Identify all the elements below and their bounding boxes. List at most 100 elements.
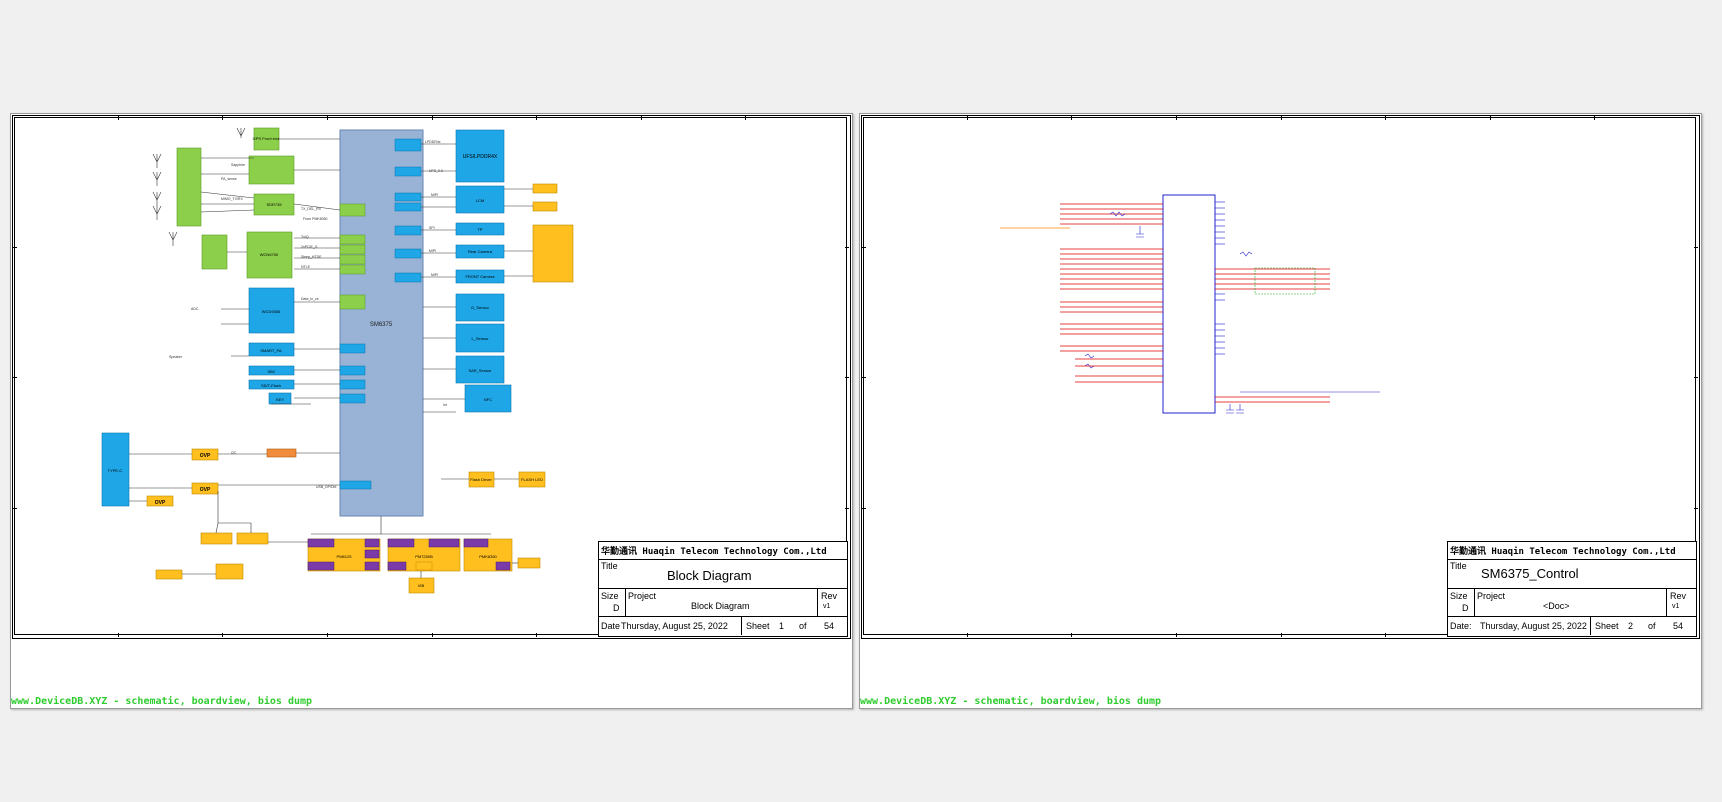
svg-text:USB_DP/DM: USB_DP/DM xyxy=(316,485,337,489)
control-schematic xyxy=(1000,194,1380,414)
main-cam-block xyxy=(532,224,574,283)
border-tick xyxy=(862,377,866,378)
sim-block xyxy=(248,365,295,376)
company-name: 华勤通讯 Huaqin Telecom Technology Com.,Ltd xyxy=(1450,547,1676,557)
nfc-block xyxy=(464,384,512,413)
border-tick xyxy=(1071,116,1072,120)
svg-text:WCD9385: WCD9385 xyxy=(262,309,281,314)
svg-text:2xPCIE_G: 2xPCIE_G xyxy=(301,245,318,249)
footer-watermark: www.DeviceDB.XYZ - schematic, boardview,… xyxy=(11,696,313,707)
schematic-page-1[interactable]: SM6375 xyxy=(10,113,853,709)
svg-text:MIPI: MIPI xyxy=(431,273,438,277)
svg-text:SPI: SPI xyxy=(429,226,435,230)
svg-text:MIPI: MIPI xyxy=(429,249,436,253)
sheet-title: SM6375_Control xyxy=(1481,566,1579,581)
border-tick xyxy=(222,116,223,120)
svg-text:KEY: KEY xyxy=(276,397,284,402)
svg-text:From PMK8350: From PMK8350 xyxy=(303,217,328,221)
border-tick xyxy=(1176,116,1177,120)
svg-text:WCN6750: WCN6750 xyxy=(260,252,279,257)
flash-led-block xyxy=(518,471,546,488)
company-name: 华勤通讯 Huaqin Telecom Technology Com.,Ltd xyxy=(601,547,827,557)
sdr-block xyxy=(253,193,295,216)
rear-cam-block xyxy=(455,244,505,259)
svg-text:UFS_2.0: UFS_2.0 xyxy=(429,169,443,173)
svg-text:LPDDR4x: LPDDR4x xyxy=(425,140,441,144)
border-tick xyxy=(1071,633,1072,637)
title-block: 华勤通讯 Huaqin Telecom Technology Com.,Ltd … xyxy=(598,541,848,637)
wifi-fe-block xyxy=(201,234,228,270)
border-tick xyxy=(1385,633,1386,637)
soc-symbol xyxy=(1162,194,1216,414)
fe-block xyxy=(176,147,202,227)
border-tick xyxy=(327,633,328,637)
border-tick xyxy=(862,247,866,248)
project-name: <Doc> xyxy=(1543,601,1570,611)
soc-label: SM6375 xyxy=(370,322,393,328)
border-tick xyxy=(862,508,866,509)
svg-text:SD/T-Flash: SD/T-Flash xyxy=(261,383,281,388)
title-block: 华勤通讯 Huaqin Telecom Technology Com.,Ltd … xyxy=(1447,541,1697,637)
svg-text:Speaker: Speaker xyxy=(169,355,183,359)
border-tick xyxy=(118,116,119,120)
border-tick xyxy=(1385,116,1386,120)
svg-text:L_Sensor: L_Sensor xyxy=(471,336,489,341)
sheet-title: Block Diagram xyxy=(667,568,752,583)
border-tick xyxy=(1694,508,1698,509)
svg-text:TX_DEL_RX: TX_DEL_RX xyxy=(301,207,322,211)
svg-text:G_Sensor: G_Sensor xyxy=(471,305,490,310)
block-diagram: SM6375 xyxy=(101,127,574,594)
svg-text:SAR_Sensor: SAR_Sensor xyxy=(468,368,492,373)
project-name: Block Diagram xyxy=(691,601,750,611)
svg-text:GPS Front end: GPS Front end xyxy=(253,136,280,141)
schematic-page-2[interactable]: 华勤通讯 Huaqin Telecom Technology Com.,Ltd … xyxy=(859,113,1702,709)
border-tick xyxy=(1694,247,1698,248)
border-tick xyxy=(745,116,746,120)
date-value: Thursday, August 25, 2022 xyxy=(1480,621,1587,631)
svg-text:NTLE: NTLE xyxy=(301,265,311,269)
border-tick xyxy=(13,247,17,248)
qpm-block xyxy=(248,155,295,185)
svg-text:TxIQ: TxIQ xyxy=(301,235,309,239)
page-inner-border xyxy=(14,117,847,635)
border-tick xyxy=(845,377,849,378)
svg-text:SIM: SIM xyxy=(267,369,274,374)
svg-text:PMK8350: PMK8350 xyxy=(479,554,497,559)
border-tick xyxy=(845,508,849,509)
border-tick xyxy=(13,508,17,509)
svg-text:Rear Camera: Rear Camera xyxy=(468,249,493,254)
border-tick xyxy=(536,633,537,637)
svg-text:PM7250B: PM7250B xyxy=(415,554,433,559)
svg-text:MIPI: MIPI xyxy=(431,193,438,197)
svg-text:OVP: OVP xyxy=(155,500,166,506)
border-tick xyxy=(1594,116,1595,120)
svg-text:Sleep_HTDE: Sleep_HTDE xyxy=(301,255,322,259)
border-tick xyxy=(327,116,328,120)
border-tick xyxy=(432,633,433,637)
svg-text:MIMO_TX/RX: MIMO_TX/RX xyxy=(221,197,243,201)
gsensor-block xyxy=(455,293,505,322)
page-inner-border xyxy=(863,117,1696,635)
lsensor-block xyxy=(455,323,505,353)
lcm-block xyxy=(455,185,505,214)
svg-text:VIB: VIB xyxy=(418,583,425,588)
svg-text:PA_sense: PA_sense xyxy=(221,177,237,181)
front-cam-block xyxy=(455,269,505,284)
sar-block xyxy=(455,355,505,384)
border-tick xyxy=(1281,116,1282,120)
wcd-block xyxy=(248,287,295,334)
border-tick xyxy=(641,116,642,120)
flash-driver-block xyxy=(468,471,495,488)
border-tick xyxy=(118,633,119,637)
svg-text:TYPE-C: TYPE-C xyxy=(108,468,123,473)
svg-text:LCM: LCM xyxy=(476,198,484,203)
svg-text:NFC: NFC xyxy=(484,397,492,402)
svg-text:ADC: ADC xyxy=(191,307,199,311)
svg-text:I2C: I2C xyxy=(231,451,237,455)
date-value: Thursday, August 25, 2022 xyxy=(621,621,728,631)
svg-text:Sapphire: Sapphire xyxy=(231,163,245,167)
svg-text:PM6125: PM6125 xyxy=(337,554,353,559)
border-tick xyxy=(222,633,223,637)
svg-text:FRONT Camera: FRONT Camera xyxy=(465,274,495,279)
page-border xyxy=(861,115,1700,639)
